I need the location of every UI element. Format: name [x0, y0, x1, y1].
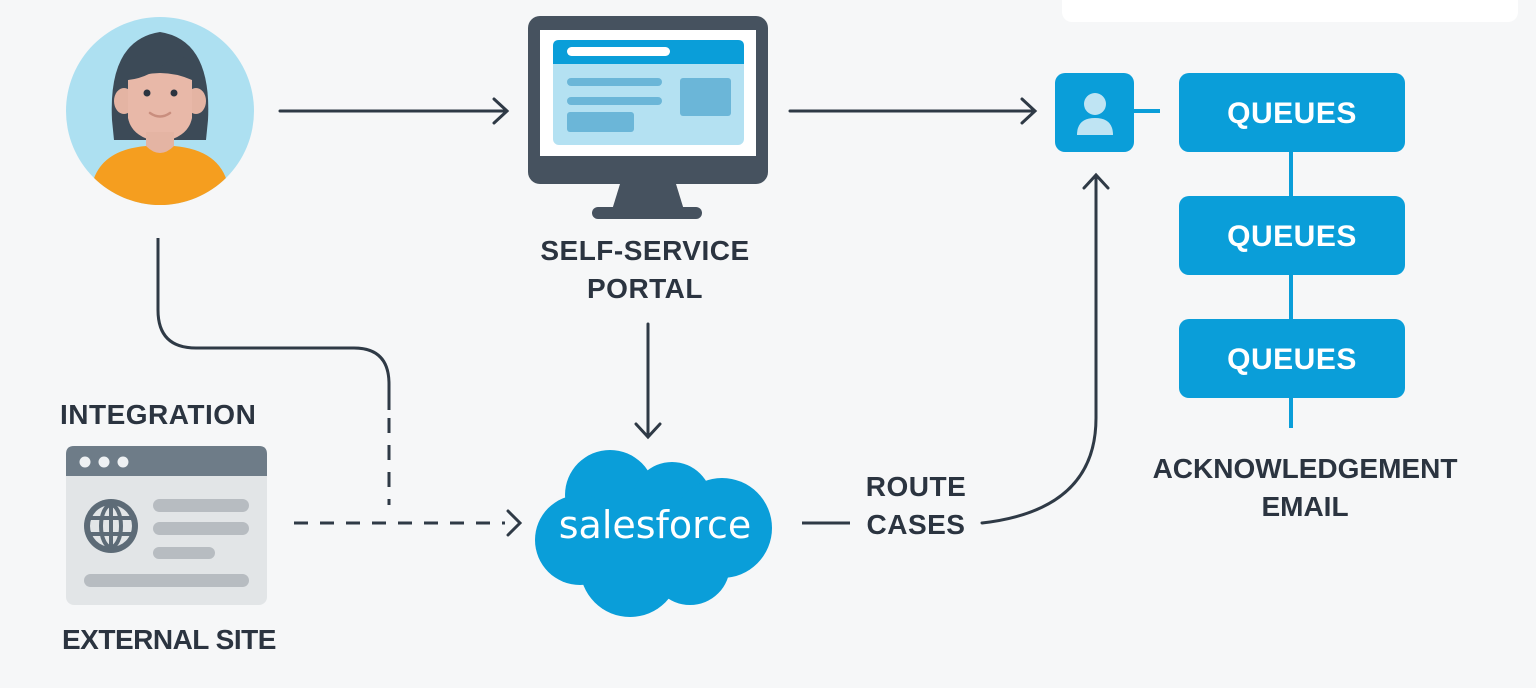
- connector-customer-to-integration: [156, 238, 391, 505]
- dashed-arrow-integration-to-salesforce: [294, 509, 523, 537]
- top-strip: [1062, 0, 1518, 22]
- agent-user-icon: [1055, 73, 1134, 152]
- queue-label-1: QUEUES: [1227, 97, 1357, 130]
- customer-avatar-icon: [66, 17, 254, 205]
- queue-label-3: QUEUES: [1227, 343, 1357, 376]
- arrow-portal-to-salesforce: [634, 322, 662, 440]
- portal-label: SELF-SERVICE PORTAL: [520, 232, 770, 308]
- route-label-line1: ROUTE: [865, 471, 967, 502]
- ack-label-line2: EMAIL: [1261, 490, 1349, 522]
- queue-box-1[interactable]: [1179, 73, 1405, 152]
- browser-window-icon: [66, 446, 267, 605]
- portal-label-line2: PORTAL: [586, 272, 704, 304]
- salesforce-logo-text: salesforce: [558, 503, 752, 547]
- ack-label-line1: ACKNOWLEDGEMENT: [1152, 453, 1458, 484]
- queue-box-2[interactable]: [1179, 196, 1405, 275]
- monitor-icon: [528, 16, 768, 219]
- queue-label-2: QUEUES: [1227, 220, 1357, 253]
- integration-title: INTEGRATION: [60, 399, 257, 430]
- portal-label-line1: SELF-SERVICE: [540, 235, 750, 266]
- arrow-customer-to-portal: [278, 97, 510, 125]
- route-cases-label: ROUTE CASES: [850, 468, 982, 544]
- arrow-route-to-agent: [980, 172, 1110, 525]
- salesforce-cloud-logo-icon: [535, 450, 772, 617]
- external-site-caption: EXTERNAL SITE: [62, 624, 276, 655]
- acknowledgement-email-label: ACKNOWLEDGEMENT EMAIL: [1130, 450, 1480, 526]
- route-label-line2: CASES: [866, 508, 966, 540]
- arrow-portal-to-agent: [788, 97, 1038, 125]
- globe-icon: [84, 499, 138, 553]
- queue-box-3[interactable]: [1179, 319, 1405, 398]
